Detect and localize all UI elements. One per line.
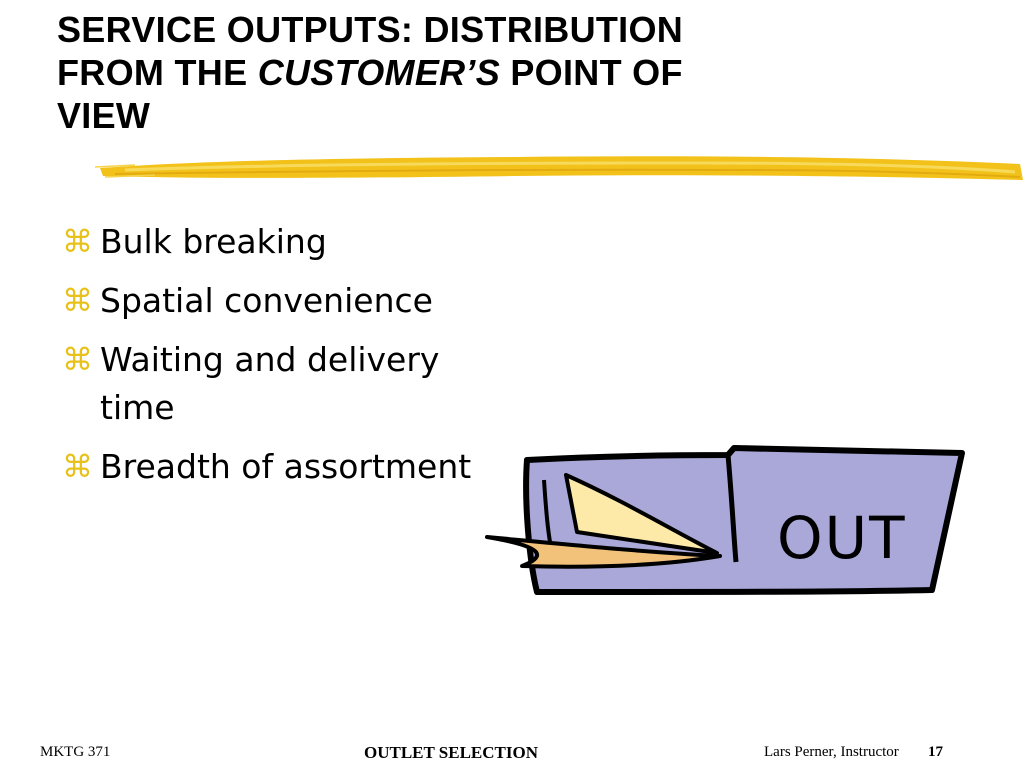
- bullet-item: ⌘Waiting and delivery time: [62, 336, 482, 432]
- title-emphasis: CUSTOMER’S: [257, 52, 501, 93]
- footer-course: MKTG 371: [40, 744, 111, 760]
- out-tray-icon: OUT: [485, 445, 965, 595]
- bullet-label: Waiting and delivery time: [100, 340, 440, 427]
- bullet-label: Breadth of assortment: [100, 447, 472, 486]
- bullet-label: Spatial convenience: [100, 281, 433, 320]
- bullet-item: ⌘Bulk breaking: [62, 218, 482, 266]
- title-line-2: FROM THE CUSTOMER’S POINT OF: [57, 51, 957, 94]
- title-line-2-end: POINT OF: [500, 52, 683, 93]
- title-line-2-start: FROM THE: [57, 52, 258, 93]
- title-line-1: SERVICE OUTPUTS: DISTRIBUTION: [57, 9, 684, 50]
- footer-topic: OUTLET SELECTION: [364, 743, 539, 762]
- out-label: OUT: [777, 504, 907, 572]
- bullet-item: ⌘Spatial convenience: [62, 277, 482, 325]
- yellow-brush-stroke: [95, 156, 1023, 180]
- footer-instructor: Lars Perner, Instructor: [764, 744, 899, 760]
- z-bullet-icon: ⌘: [62, 342, 93, 378]
- title-line-3: VIEW: [57, 95, 151, 136]
- bullet-label: Bulk breaking: [100, 222, 327, 261]
- bullet-item: ⌘Breadth of assortment: [62, 443, 482, 491]
- page-number: 17: [928, 744, 943, 760]
- z-bullet-icon: ⌘: [62, 283, 93, 319]
- bullet-list: ⌘Bulk breaking ⌘Spatial convenience ⌘Wai…: [62, 218, 482, 502]
- z-bullet-icon: ⌘: [62, 224, 93, 260]
- slide-title: SERVICE OUTPUTS: DISTRIBUTION FROM THE C…: [57, 8, 957, 137]
- slide-footer: MKTG 371 OUTLET SELECTION Lars Perner, I…: [0, 743, 1024, 764]
- z-bullet-icon: ⌘: [62, 449, 93, 485]
